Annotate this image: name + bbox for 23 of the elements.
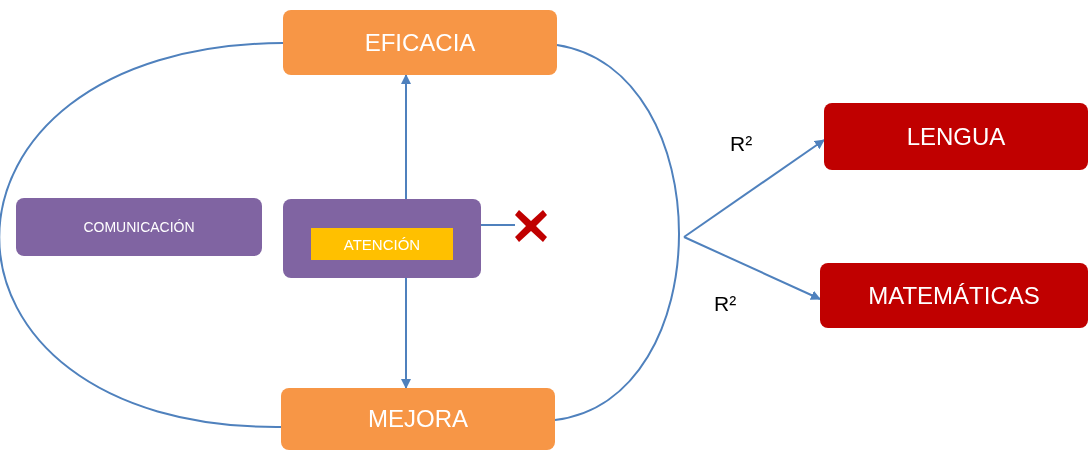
bottom-box [281, 388, 555, 450]
box-label: LENGUA [906, 122, 1006, 151]
highlight-box [311, 228, 453, 260]
box-label: EFICACIA [364, 28, 476, 57]
edge-label: R² [714, 292, 737, 316]
box-label: ATENCIÓN [343, 235, 421, 253]
box-label: COMUNICACIÓN [83, 219, 195, 235]
process-box [16, 198, 262, 256]
arrow [401, 277, 411, 389]
box-label: MEJORA [368, 405, 468, 433]
box-label: MATEMÁTICAS [868, 281, 1040, 310]
connector-line [480, 224, 516, 226]
container-box [283, 199, 481, 278]
result-box [824, 103, 1088, 170]
connector-line [0, 42, 284, 428]
arrow [401, 74, 411, 200]
cross-icon [515, 210, 547, 242]
result-box [820, 263, 1088, 328]
arrow [683, 139, 825, 238]
connector-line [554, 44, 680, 421]
arrow [683, 236, 821, 300]
top-box [283, 10, 557, 75]
edge-label: R² [730, 132, 753, 156]
